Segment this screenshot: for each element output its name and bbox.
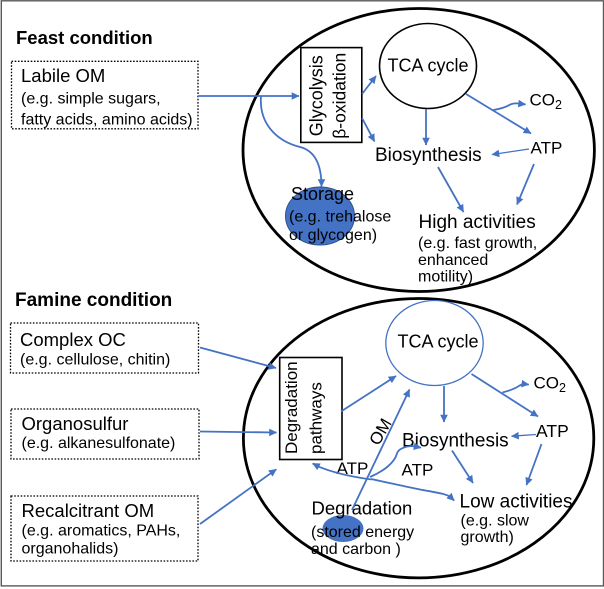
svg-text:Complex OC: Complex OC [20,329,126,350]
svg-text:(e.g. aromatics, PAHs,: (e.g. aromatics, PAHs, [22,523,181,540]
svg-text:Degradation: Degradation [312,498,413,519]
svg-text:organohalids): organohalids) [22,541,119,558]
svg-text:(e.g. alkanesulfonate): (e.g. alkanesulfonate) [22,435,176,452]
svg-text:CO2: CO2 [530,91,563,113]
svg-text:Feast condition: Feast condition [16,27,153,48]
svg-text:Organosulfur: Organosulfur [22,413,129,434]
svg-text:High activities: High activities [419,212,536,233]
svg-text:β-oxidation: β-oxidation [330,53,350,139]
svg-text:OM: OM [366,415,396,448]
svg-text:Storage: Storage [291,184,354,204]
svg-text:(e.g. slow: (e.g. slow [461,513,530,530]
svg-text:TCA cycle: TCA cycle [387,56,468,76]
svg-text:Glycolysis: Glycolysis [307,55,327,136]
svg-text:Degradation: Degradation [282,361,301,454]
svg-text:motility): motility) [418,269,473,286]
svg-text:Biosynthesis: Biosynthesis [375,145,482,166]
svg-text:growth): growth) [461,529,514,546]
svg-text:(e.g. cellulose, chitin): (e.g. cellulose, chitin) [20,352,170,369]
svg-text:(stored energy: (stored energy [311,524,414,541]
svg-text:TCA cycle: TCA cycle [397,332,478,352]
svg-text:Biosynthesis: Biosynthesis [402,431,509,452]
svg-text:Labile OM: Labile OM [21,65,105,86]
svg-text:pathways: pathways [307,382,326,454]
svg-text:ATP: ATP [337,459,369,478]
svg-text:CO2: CO2 [534,374,567,396]
svg-text:ATP: ATP [536,421,569,441]
svg-text:(e.g. trehalose: (e.g. trehalose [289,209,391,226]
svg-text:Low activities: Low activities [460,492,573,513]
svg-text:and carbon ): and carbon ) [311,541,401,558]
svg-text:or glycogen): or glycogen) [289,227,377,244]
svg-text:Famine condition: Famine condition [15,290,172,311]
svg-text:(e.g. simple sugars,: (e.g. simple sugars, [21,91,161,108]
svg-text:ATP: ATP [402,461,434,480]
svg-text:Recalcitrant OM: Recalcitrant OM [22,500,155,521]
svg-text:ATP: ATP [531,139,563,158]
svg-text:(e.g. fast growth,: (e.g. fast growth, [418,235,537,252]
svg-text:fatty acids, amino acids): fatty acids, amino acids) [21,112,193,129]
svg-text:enhanced: enhanced [418,252,488,269]
